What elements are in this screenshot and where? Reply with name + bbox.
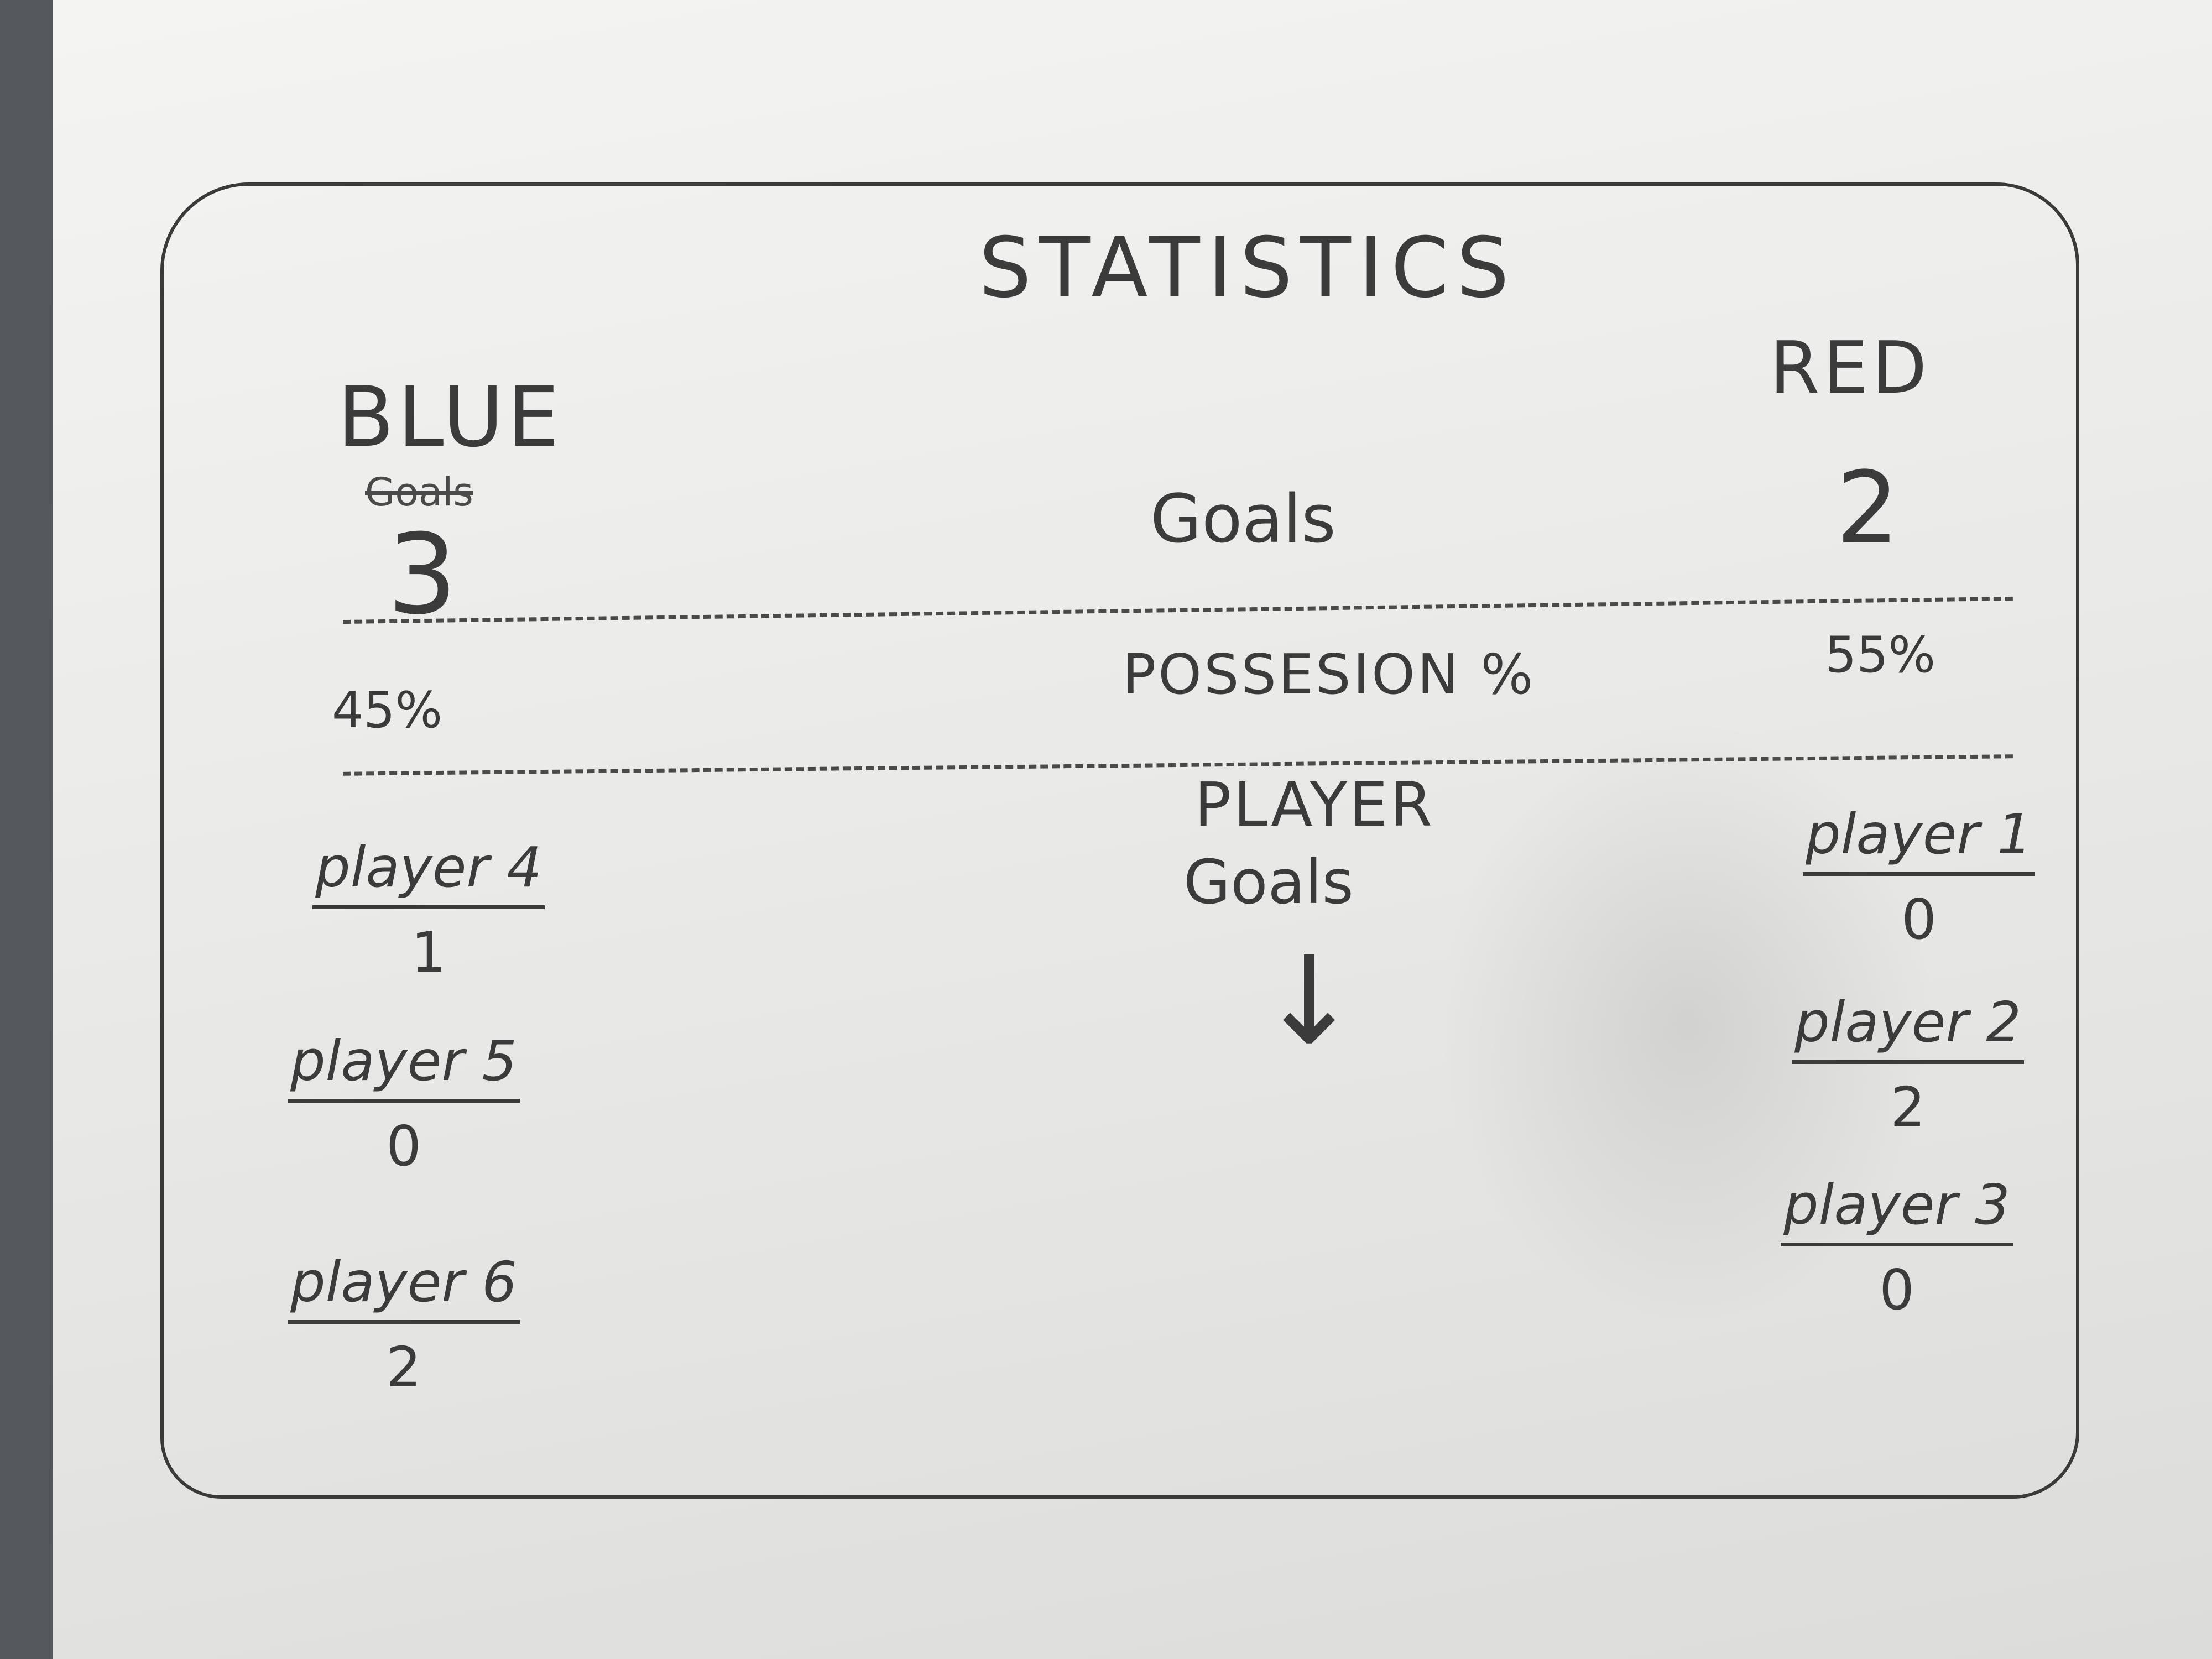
player-name: player 2: [1792, 990, 2024, 1064]
blue-player-item: player 5 0: [288, 1029, 520, 1178]
player-goals-label: Goals: [1183, 847, 1354, 917]
player-goals-value: 1: [411, 920, 446, 985]
possession-label: POSSESION %: [1123, 642, 1536, 707]
goals-label: Goals: [1150, 481, 1336, 558]
team-blue-name: BLUE: [337, 369, 563, 466]
blue-goals-value: 3: [387, 510, 458, 639]
statistics-card: [160, 182, 2079, 1499]
player-goals-value: 0: [1879, 1258, 1914, 1322]
player-name: player 4: [312, 835, 545, 909]
blue-possession-value: 45%: [332, 681, 443, 739]
player-name: player 5: [288, 1029, 520, 1103]
player-name: player 1: [1803, 802, 2035, 876]
struck-goals-label: Goals: [365, 469, 473, 515]
down-arrow-icon: ↓: [1258, 930, 1360, 1072]
red-player-item: player 1 0: [1803, 802, 2035, 952]
shadow: [1438, 719, 1936, 1327]
player-name: player 3: [1781, 1172, 2013, 1246]
red-goals-value: 2: [1836, 451, 1900, 566]
player-goals-value: 0: [386, 1114, 421, 1178]
red-player-item: player 2 2: [1792, 990, 2024, 1140]
red-possession-value: 55%: [1825, 626, 1936, 684]
paper-sheet: [53, 0, 2212, 1659]
team-red-name: RED: [1770, 326, 1931, 410]
player-label: PLAYER: [1194, 769, 1434, 840]
page-title: STATISTICS: [979, 220, 1517, 316]
blue-player-item: player 6 2: [288, 1250, 520, 1400]
blue-player-item: player 4 1: [312, 835, 545, 985]
player-name: player 6: [288, 1250, 520, 1324]
red-player-item: player 3 0: [1781, 1172, 2013, 1322]
player-goals-value: 2: [386, 1335, 421, 1400]
player-goals-value: 2: [1890, 1075, 1926, 1140]
player-goals-value: 0: [1901, 887, 1937, 952]
